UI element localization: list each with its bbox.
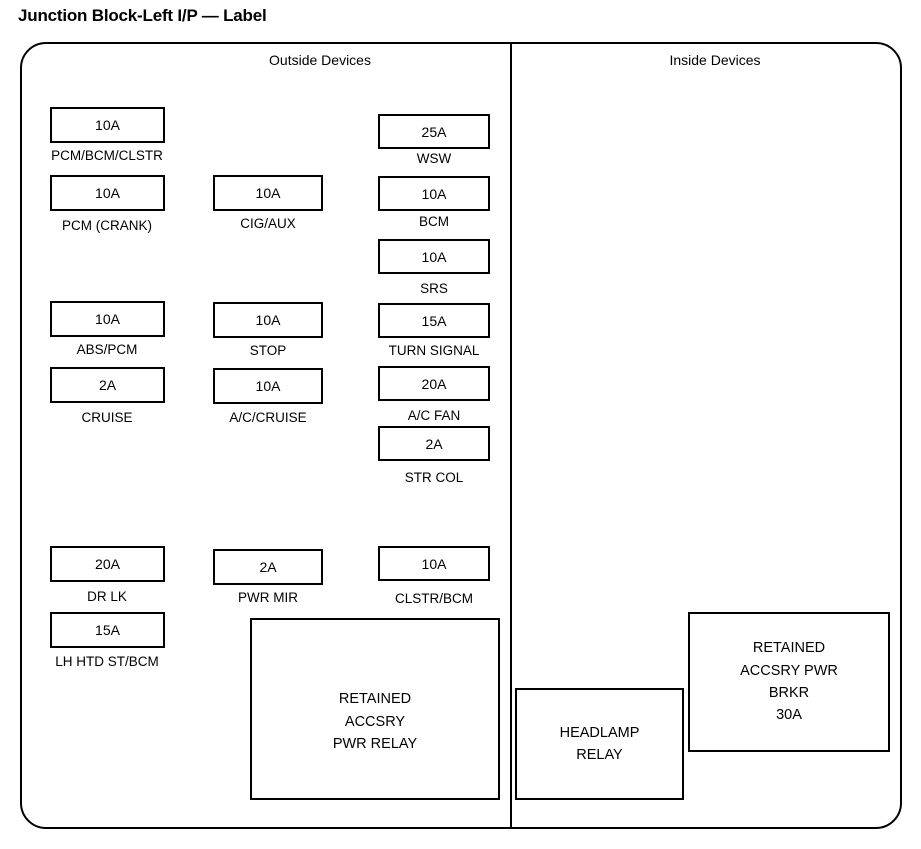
fuse-box: 25A <box>378 114 490 149</box>
fuse-rating: 10A <box>421 248 447 265</box>
fuse-circuit-label: DR LK <box>87 589 127 604</box>
fuse-circuit-label: PCM/BCM/CLSTR <box>51 148 163 163</box>
fuse-rating: 10A <box>255 378 281 394</box>
fuse-rating: 15A <box>95 622 120 638</box>
retained-accsry-pwr-relay-line: RETAINED <box>338 691 412 708</box>
retained-accsry-pwr-relay-line: PWR RELAY <box>332 736 418 753</box>
fuse-rating: 10A <box>255 185 281 201</box>
fuse-rating: 20A <box>421 375 447 392</box>
fuse-box: 10A <box>213 368 323 404</box>
fuse-rating: 25A <box>421 123 447 140</box>
fuse-circuit-label: PWR MIR <box>238 590 298 605</box>
fuse-circuit-label: CRUISE <box>81 410 133 425</box>
retained-accsry-pwr-brkr-line: BRKR <box>768 685 810 701</box>
fuse-box: 10A <box>50 175 165 211</box>
fuse-box: 10A <box>50 301 165 337</box>
fuse-circuit-label: LH HTD ST/BCM <box>55 654 159 669</box>
fuse-circuit-label: CIG/AUX <box>240 216 296 231</box>
fuse-circuit-label: A/C/CRUISE <box>229 410 307 425</box>
fuse-circuit-label: PCM (CRANK) <box>62 218 152 233</box>
fuse-box: 10A <box>213 302 323 338</box>
headlamp-relay-line: HEADLAMP <box>559 724 640 741</box>
fuse-rating: 10A <box>95 185 120 201</box>
page-title: Junction Block-Left I/P — Label <box>18 6 267 25</box>
fuse-circuit-label: CLSTR/BCM <box>394 591 473 606</box>
fuse-circuit-label: STR COL <box>404 470 464 485</box>
fuse-rating: 10A <box>421 185 447 202</box>
fuse-circuit-label: ABS/PCM <box>76 342 138 357</box>
headlamp-relay: HEADLAMP RELAY <box>515 688 684 800</box>
fuse-box: 2A <box>378 426 490 461</box>
fuse-box: 10A <box>50 107 165 143</box>
fuse-rating: 15A <box>421 312 447 329</box>
retained-accsry-pwr-relay-line: ACCSRY <box>344 713 406 730</box>
fuse-rating: 10A <box>95 311 120 327</box>
fuse-rating: 2A <box>98 377 117 393</box>
fuse-box: 10A <box>213 175 323 211</box>
retained-accsry-pwr-brkr-line: RETAINED <box>752 640 826 657</box>
fuse-rating: 10A <box>421 555 447 572</box>
retained-accsry-pwr-brkr-line: 30A <box>776 707 802 724</box>
headlamp-relay-line: RELAY <box>576 747 623 763</box>
fuse-circuit-label: STOP <box>249 343 287 358</box>
fuse-box: 15A <box>378 303 490 338</box>
fuse-box: 15A <box>50 612 165 648</box>
section-divider <box>510 42 512 829</box>
retained-accsry-pwr-brkr: RETAINED ACCSRY PWR BRKR 30A <box>688 612 890 752</box>
fuse-box: 10A <box>378 239 490 274</box>
fuse-box: 10A <box>378 546 490 581</box>
fuse-box: 2A <box>213 549 323 585</box>
fuse-rating: 2A <box>425 435 443 452</box>
inside-devices-header: Inside Devices <box>669 52 761 68</box>
fuse-rating: 10A <box>95 117 120 133</box>
fuse-box: 10A <box>378 176 490 211</box>
fuse-circuit-label: TURN SIGNAL <box>388 343 480 358</box>
outside-devices-header: Outside Devices <box>269 52 371 68</box>
fuse-circuit-label: SRS <box>420 281 448 296</box>
fuse-circuit-label: BCM <box>419 214 449 229</box>
fuse-rating: 10A <box>255 312 281 328</box>
retained-accsry-pwr-relay: RETAINED ACCSRY PWR RELAY <box>250 618 500 800</box>
fuse-rating: 2A <box>259 559 277 575</box>
fuse-rating: 20A <box>95 556 120 572</box>
retained-accsry-pwr-brkr-line: ACCSRY PWR <box>740 662 838 679</box>
fuse-circuit-label: WSW <box>416 151 452 166</box>
fuse-box: 2A <box>50 367 165 403</box>
fuse-box: 20A <box>378 366 490 401</box>
fuse-circuit-label: A/C FAN <box>407 408 461 423</box>
fuse-box: 20A <box>50 546 165 582</box>
